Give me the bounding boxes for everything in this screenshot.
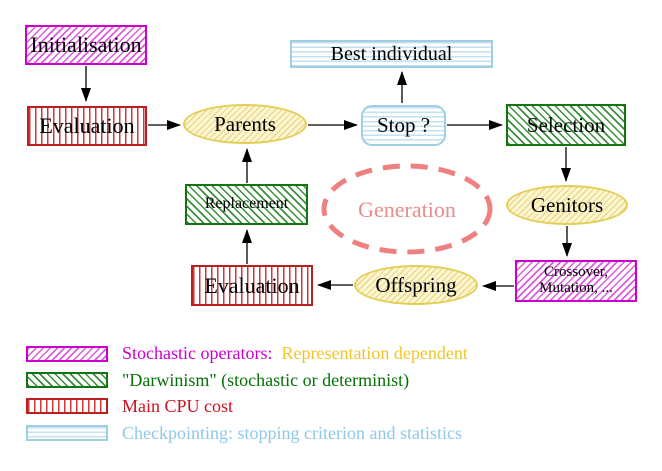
node-parents: Parents bbox=[183, 104, 307, 144]
crossover-line2: Mutation, ... bbox=[539, 280, 613, 296]
legend-label-stochastic-part2: Representation dependent bbox=[281, 343, 468, 363]
node-best-individual: Best individual bbox=[290, 40, 493, 68]
node-replacement: Replacement bbox=[185, 184, 308, 225]
crossover-line1: Crossover, bbox=[544, 264, 608, 281]
legend-swatch-darwinism bbox=[26, 372, 108, 388]
generation-label: Generation bbox=[358, 196, 456, 222]
legend-label-checkpointing: Checkpointing: stopping criterion and st… bbox=[122, 423, 462, 443]
legend-label-cpu-cost: Main CPU cost bbox=[122, 396, 234, 416]
legend-swatch-stochastic-operators bbox=[26, 346, 108, 362]
node-offspring: Offspring bbox=[354, 265, 478, 305]
node-stop-test: Stop ? bbox=[361, 105, 446, 146]
node-evaluation-bottom: Evaluation bbox=[191, 265, 313, 306]
legend-swatch-cpu-cost bbox=[26, 398, 108, 414]
node-evaluation-top: Evaluation bbox=[27, 106, 147, 146]
legend-label-stochastic-operators: Stochastic operators: Representation depe… bbox=[122, 343, 468, 363]
legend-label-stochastic-part1: Stochastic operators: bbox=[122, 343, 273, 363]
node-initialisation: Initialisation bbox=[25, 25, 147, 65]
legend-swatch-checkpointing bbox=[26, 425, 108, 441]
legend-label-darwinism: "Darwinism" (stochastic or determinist) bbox=[122, 370, 410, 390]
node-crossover-mutation: Crossover, Mutation, ... bbox=[515, 260, 637, 302]
node-genitors: Genitors bbox=[506, 185, 628, 225]
node-selection: Selection bbox=[506, 104, 626, 146]
